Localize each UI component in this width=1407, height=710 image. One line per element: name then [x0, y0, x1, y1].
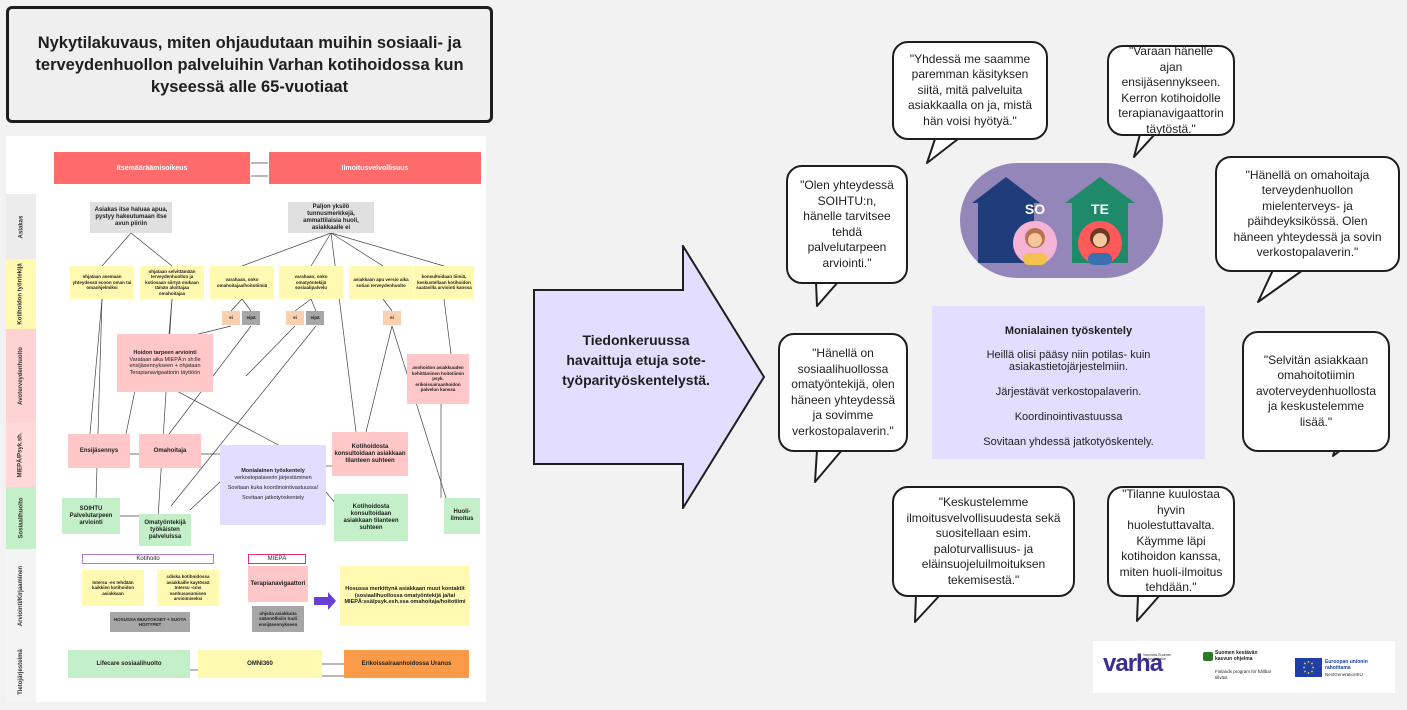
- hosu-box: Hosussa merkittynä asiakkaan muut kontak…: [340, 566, 470, 626]
- so-label: SO: [1024, 201, 1046, 217]
- client-worried-box: Paljon yksilö tunnusmerkkejä, ammattilai…: [288, 202, 374, 233]
- lifecare-box: Lifecare sosiaalihuolto: [68, 650, 190, 678]
- assessment-title: Hoidon tarpeen arviointi: [133, 350, 197, 356]
- terapianavigaattori-box: Terapianavigaattori: [248, 566, 308, 602]
- mt-line: Sovitaan yhdessä jatkotyöskentely.: [983, 436, 1154, 448]
- house-icons: [972, 177, 1135, 265]
- mt-line: Koordinointivastuussa: [1014, 411, 1123, 423]
- ei-label: ei: [286, 311, 304, 325]
- omatyontekija-box: Omatyöntekijä työkäisten palveluissa: [139, 514, 191, 546]
- quote-bubble-3: "Olen yhteydessä SOIHTU:n, hänelle tarvi…: [786, 165, 908, 284]
- avohoito-box: avohoidon asiakkuuden kehittäminen hoito…: [407, 354, 469, 404]
- worker-box-6: konsultoidaan tiimiä, keskustellaan koti…: [414, 266, 474, 299]
- mt-title: Monialainen työskentely: [1004, 325, 1133, 337]
- monialainen-tyoskentely-box: Monialainen työskentely Heillä olisi pää…: [932, 306, 1205, 459]
- monialainen-tyoskentely-flow-box: Monialainen työskentely verkostopalaveri…: [220, 445, 326, 525]
- big-arrow-shape: [533, 245, 765, 509]
- so-te-illustration: SO TE: [960, 163, 1163, 278]
- assessment-text: Varataan aika MIEPÄ:n sh:lle ensijäsenny…: [129, 356, 201, 376]
- flow-mt-title: Monialainen työskentely: [241, 468, 305, 474]
- flow-mt-line: Sovitaan kuka koordinointivastuussa!: [227, 485, 319, 491]
- te-label: TE: [1091, 201, 1109, 217]
- worker-box-1: ohjataan asemaan yhteydessä ecoon oman t…: [70, 266, 134, 299]
- worker-box-4: varahaan, onko omatyöntekijä sosiaalipal…: [279, 266, 343, 299]
- omahoitaja-box: Omahoitaja: [139, 434, 201, 468]
- flow-mt-line: Sovitaan jatkotyöskentely: [241, 495, 305, 501]
- arviointi-box-1: Intersu -es tehdään kaikkien kotihoidon …: [82, 570, 144, 606]
- quote-bubble-5: "Hänellä on sosiaalihuollossa omatyöntek…: [778, 333, 908, 452]
- flow-mt-line: verkostopalaverin järjestäminen: [234, 475, 312, 481]
- flowchart-panel: Asiakas Kotihoidon työntekijä Avoterveyd…: [6, 136, 486, 702]
- varha-logo: varha: [1103, 650, 1163, 677]
- ei-label: ei: [383, 311, 401, 325]
- arviointi-grey-box-1: HOSUSSA MUUTOKSET + SUOTA HOITYPET: [110, 612, 190, 632]
- eipa-label: eipä: [242, 311, 260, 325]
- quote-bubble-6: "Selvitän asiakkaan omahoitotiimin avote…: [1242, 331, 1390, 452]
- suomi-sub: Finlands program för hållbar tillväxt: [1215, 669, 1272, 680]
- hoidon-tarpeen-arviointi-box: Hoidon tarpeen arviointi Varataan aika M…: [117, 334, 213, 392]
- eu-sub: NextGenerationEU: [1325, 672, 1363, 677]
- quote-bubble-2: "Varaan hänelle ajan ensijäsennykseen. K…: [1107, 44, 1235, 136]
- eu-title: Euroopan unionin rahoittama: [1325, 659, 1368, 671]
- quote-bubble-8: "Tilanne kuulostaa hyvin huolestuttavalt…: [1107, 486, 1235, 597]
- ei-label: ei: [222, 311, 240, 325]
- eu-flag-icon: [1295, 658, 1322, 677]
- kotihoito-konsultoi-green-box: Kotihoidosta konsultoidaan asiakkaan til…: [334, 494, 408, 541]
- suomi-logo-icon: [1203, 652, 1213, 661]
- arrow-text: Tiedonkeruussa havaittuja etuja sote-työ…: [562, 332, 710, 388]
- mt-line: Heillä olisi pääsy niin potilas- kuin as…: [986, 349, 1151, 373]
- ilmoitusvelvollisuus-box: Ilmoitusvelvollisuus: [269, 152, 481, 184]
- eipa-label: eipä: [306, 311, 324, 325]
- mt-line: Järjestävät verkostopalaverin.: [995, 386, 1142, 398]
- worker-box-2: ohjataan selvittämään terveydenhuollon j…: [140, 266, 204, 299]
- quote-bubble-1: "Yhdessä me saamme paremman käsityksen s…: [892, 41, 1048, 140]
- arviointi-grey-box-2: ohjeita asiakkaita säännöllisiin tuuli e…: [252, 606, 304, 632]
- quote-bubble-4: "Hänellä on omahoitaja terveydenhuollon …: [1215, 156, 1400, 272]
- client-self-box: Asiakas itse haluaa apua, pystyy hakeutu…: [90, 202, 172, 233]
- worker-box-5: asiakkaan apu versio aika sotian terveyd…: [349, 266, 413, 299]
- kotihoito-konsultoi-red-box: Kotihoidosta konsultoidaan asiakkaan til…: [332, 432, 408, 476]
- flow-connectors: [89, 162, 452, 677]
- kotihoito-tag: Kotihoito: [82, 554, 214, 564]
- soihtu-box: SOIHTU Palvelutarpeen arviointi: [62, 498, 120, 534]
- quote-bubble-7: "Keskustelemme ilmoitusvelvollisuudesta …: [892, 486, 1075, 597]
- suomi-title: Suomen kestävän kasvun ohjelma: [1215, 650, 1258, 662]
- huoli-ilmoitus-box: Huoli-ilmoitus: [444, 498, 480, 534]
- itsemaaraamisoikeus-box: Itsemääräämisoikeus: [54, 152, 250, 184]
- logo-strip: varha Varsinais-Suomen hyvinvointialue S…: [1093, 641, 1395, 693]
- worker-box-3: varahaan, onko omahoitajaa/hoitotiimiä: [210, 266, 274, 299]
- ensijasennys-box: Ensijäsennys: [68, 434, 130, 468]
- uranus-box: Erikoissairaanhoidossa Uranus: [344, 650, 469, 678]
- arviointi-box-2: cdiska kotihoidossa asiakkaille kaytössä…: [157, 570, 219, 606]
- miepa-tag: MIEPÄ: [248, 554, 306, 564]
- page-title: Nykytilakuvaus, miten ohjaudutaan muihin…: [6, 6, 493, 123]
- varha-sub: Varsinais-Suomen hyvinvointialue: [1143, 653, 1172, 661]
- omni360-box: OMNI360: [198, 650, 322, 678]
